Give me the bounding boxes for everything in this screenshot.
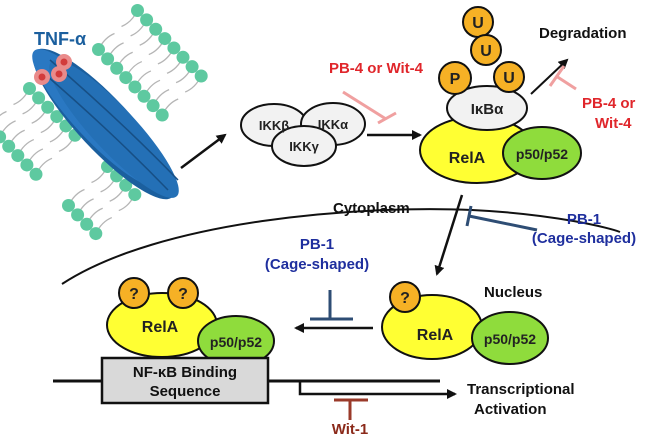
pb4-inhibitor-bar-right bbox=[548, 65, 577, 91]
binding-sequence-line1: NF-κB Binding bbox=[133, 364, 237, 381]
activation-label: Activation bbox=[474, 401, 547, 418]
lipid-tail bbox=[0, 110, 7, 117]
transcription-start-arrow bbox=[298, 381, 457, 399]
rela-dna-label: RelA bbox=[142, 319, 179, 336]
pb1-left-label-line2: (Cage-shaped) bbox=[265, 256, 369, 273]
arrow-to-degradation bbox=[530, 58, 569, 95]
lipid-head bbox=[2, 139, 16, 153]
arrow-nuclear-translocation bbox=[434, 194, 464, 276]
lipid-head bbox=[128, 80, 142, 94]
dna-bound-nfkb-complex bbox=[106, 277, 275, 367]
ikk-beta-label: IKKβ bbox=[259, 118, 289, 133]
lipid-head bbox=[131, 4, 144, 17]
lipid-head bbox=[71, 208, 85, 222]
nuclear-membrane bbox=[61, 208, 621, 285]
ubiquitin-label-2: U bbox=[480, 43, 492, 60]
nuclear-nfkb-complex bbox=[381, 281, 549, 365]
lipid-head bbox=[194, 69, 208, 83]
lipid-head bbox=[11, 149, 25, 163]
lipid-head bbox=[137, 89, 151, 103]
ubiquitin-label-3: U bbox=[503, 70, 515, 87]
lipid-head bbox=[0, 130, 7, 144]
lipid-head bbox=[185, 60, 199, 74]
lipid-head bbox=[23, 82, 36, 95]
lipid-head bbox=[80, 217, 94, 231]
cytoplasmic-nfkb-complex bbox=[419, 6, 582, 184]
ikk-complex bbox=[240, 102, 366, 167]
phospho-label: P bbox=[450, 71, 461, 88]
lipid-head bbox=[128, 188, 142, 202]
lipid-head bbox=[155, 108, 169, 122]
ubiquitin-label-1: U bbox=[472, 15, 484, 32]
pb1-inhibitor-bar-right bbox=[465, 205, 538, 232]
cytoplasm-label: Cytoplasm bbox=[333, 200, 410, 217]
rela-nuclear-label: RelA bbox=[417, 327, 454, 344]
tnf-receptor bbox=[32, 48, 179, 200]
lipid-head bbox=[29, 167, 43, 181]
lipid-head bbox=[50, 110, 64, 124]
pb4-wit4-left-label: PB-4 or Wit-4 bbox=[329, 60, 424, 77]
pb4-wit4-right-label-line1: PB-4 or bbox=[582, 95, 636, 112]
lipid-head bbox=[20, 158, 34, 172]
lipid-head bbox=[119, 178, 133, 192]
lipid-head bbox=[89, 227, 103, 241]
lipid-head bbox=[101, 52, 115, 66]
rela-cyto-label: RelA bbox=[449, 150, 486, 167]
lipid-head bbox=[119, 71, 133, 85]
ikk-alpha-label: IKKα bbox=[318, 117, 348, 132]
wit1-inhibitor-bar bbox=[334, 398, 368, 420]
pb1-left-label-line1: PB-1 bbox=[300, 236, 334, 253]
unknown-partner-label-dna-1: ? bbox=[129, 286, 139, 303]
transcriptional-label: Transcriptional bbox=[467, 381, 575, 398]
wit1-label: Wit-1 bbox=[332, 421, 369, 438]
unknown-partner-label-nuclear: ? bbox=[400, 290, 410, 307]
tnf-alpha-label: TNF-α bbox=[34, 29, 86, 49]
arrow-receptor-to-ikk bbox=[180, 133, 227, 169]
lipid-head bbox=[140, 13, 154, 27]
pb1-right-label-line2: (Cage-shaped) bbox=[532, 230, 636, 247]
unknown-partner-label-dna-2: ? bbox=[178, 286, 188, 303]
binding-sequence-line2: Sequence bbox=[150, 383, 221, 400]
p50-cyto-label: p50/p52 bbox=[516, 146, 568, 162]
nfkb-binding-sequence-box bbox=[100, 356, 270, 405]
lipid-head bbox=[32, 91, 46, 105]
pb4-inhibitor-bar-left bbox=[342, 90, 397, 125]
lipid-head bbox=[176, 50, 190, 64]
degradation-label: Degradation bbox=[539, 25, 627, 42]
pb1-inhibitor-bar-left bbox=[310, 290, 353, 321]
lipid-head bbox=[41, 100, 55, 114]
pb1-right-label-line1: PB-1 bbox=[567, 211, 601, 228]
nucleus-label: Nucleus bbox=[484, 284, 542, 301]
ikk-gamma-label: IKKγ bbox=[289, 139, 319, 154]
lipid-head bbox=[167, 41, 181, 55]
lipid-head bbox=[62, 199, 75, 212]
lipid-head bbox=[110, 61, 124, 75]
p50-dna-label: p50/p52 bbox=[210, 334, 262, 350]
lipid-head bbox=[149, 22, 163, 36]
lipid-head bbox=[146, 99, 160, 113]
p50-nuclear-label: p50/p52 bbox=[484, 331, 536, 347]
pb4-wit4-right-label-line2: Wit-4 bbox=[595, 115, 632, 132]
lipid-head bbox=[92, 43, 105, 56]
tnf-ligand bbox=[34, 54, 72, 85]
ikba-label: IκBα bbox=[471, 101, 504, 118]
lipid-head bbox=[158, 32, 172, 46]
